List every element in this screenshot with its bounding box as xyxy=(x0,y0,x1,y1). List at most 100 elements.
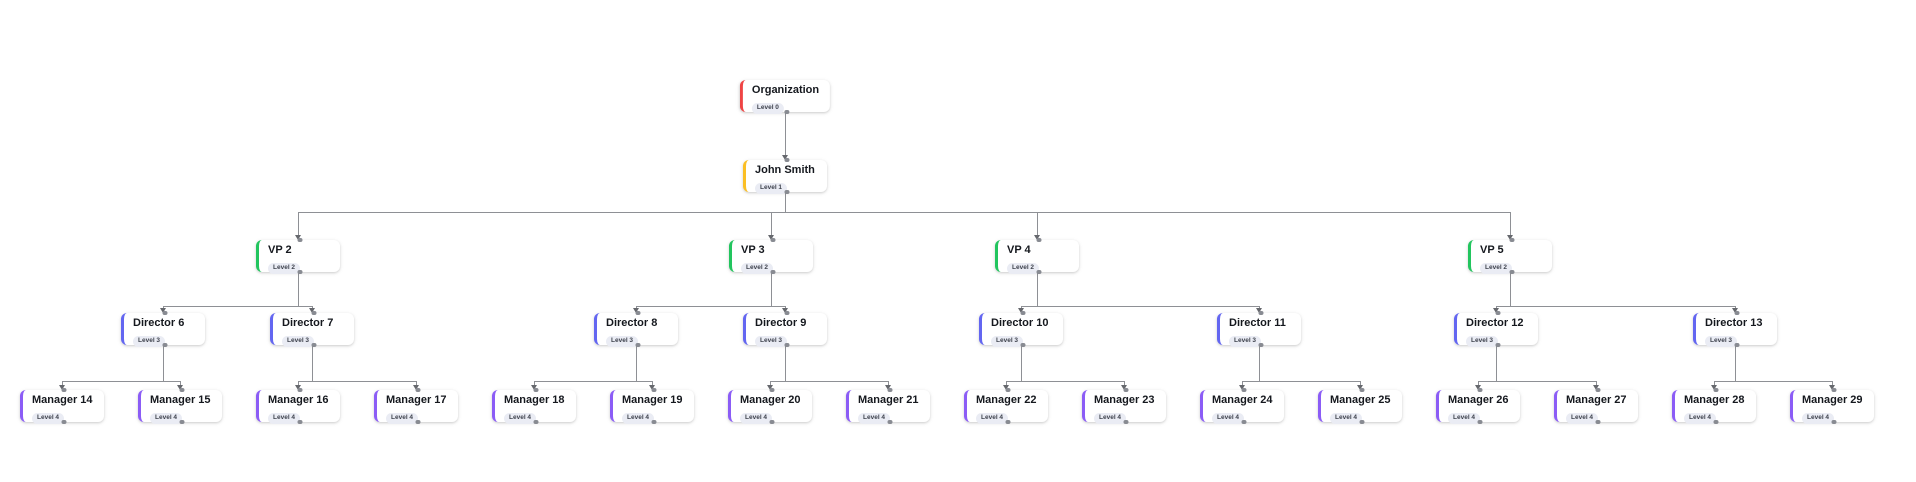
node-target-handle[interactable] xyxy=(784,158,789,162)
node-manager-29[interactable]: Manager 29 Level 4 xyxy=(1790,388,1874,424)
node-source-handle[interactable] xyxy=(770,270,775,274)
node-vp-2[interactable]: VP 2 Level 2 xyxy=(256,238,340,274)
node-target-handle[interactable] xyxy=(1123,388,1128,392)
node-target-handle[interactable] xyxy=(1734,311,1739,315)
node-target-handle[interactable] xyxy=(635,311,640,315)
edge-child-drop xyxy=(1360,381,1361,386)
node-target-handle[interactable] xyxy=(1005,388,1010,392)
node-source-handle[interactable] xyxy=(1713,420,1718,424)
node-source-handle[interactable] xyxy=(635,343,640,347)
node-source-handle[interactable] xyxy=(1595,420,1600,424)
node-target-handle[interactable] xyxy=(887,388,892,392)
node-source-handle[interactable] xyxy=(1123,420,1128,424)
node-source-handle[interactable] xyxy=(1495,343,1500,347)
node-manager-18[interactable]: Manager 18 Level 4 xyxy=(492,388,576,424)
node-source-handle[interactable] xyxy=(1509,270,1514,274)
node-source-handle[interactable] xyxy=(1734,343,1739,347)
node-vp-4[interactable]: VP 4 Level 2 xyxy=(995,238,1079,274)
node-target-handle[interactable] xyxy=(162,311,167,315)
node-target-handle[interactable] xyxy=(1495,311,1500,315)
node-source-handle[interactable] xyxy=(783,110,789,114)
node-target-handle[interactable] xyxy=(651,388,656,392)
node-target-handle[interactable] xyxy=(1713,388,1718,392)
node-source-handle[interactable] xyxy=(297,270,302,274)
node-target-handle[interactable] xyxy=(297,238,302,242)
node-manager-26[interactable]: Manager 26 Level 4 xyxy=(1436,388,1520,424)
node-source-handle[interactable] xyxy=(297,420,302,424)
node-manager-20[interactable]: Manager 20 Level 4 xyxy=(728,388,812,424)
node-target-handle[interactable] xyxy=(415,388,420,392)
node-source-handle[interactable] xyxy=(311,343,316,347)
node-source-handle[interactable] xyxy=(784,190,789,194)
node-source-handle[interactable] xyxy=(162,343,167,347)
node-source-handle[interactable] xyxy=(1359,420,1364,424)
node-source-handle[interactable] xyxy=(1020,343,1025,347)
node-manager-23[interactable]: Manager 23 Level 4 xyxy=(1082,388,1166,424)
node-target-handle[interactable] xyxy=(311,311,316,315)
node-source-handle[interactable] xyxy=(179,420,184,424)
edge-child-drop xyxy=(534,381,535,386)
node-target-handle[interactable] xyxy=(297,388,302,392)
node-manager-14[interactable]: Manager 14 Level 4 xyxy=(20,388,104,424)
node-source-handle[interactable] xyxy=(1477,420,1482,424)
node-target-handle[interactable] xyxy=(179,388,184,392)
node-target-handle[interactable] xyxy=(769,388,774,392)
node-target-handle[interactable] xyxy=(784,311,789,315)
edge-split-bar xyxy=(1496,306,1736,307)
node-director-12[interactable]: Director 12 Level 3 xyxy=(1454,311,1538,347)
node-source-handle[interactable] xyxy=(1005,420,1010,424)
node-source-handle[interactable] xyxy=(61,420,66,424)
edge-parent-drop xyxy=(785,192,786,212)
node-target-handle[interactable] xyxy=(61,388,66,392)
node-target-handle[interactable] xyxy=(1036,238,1041,242)
node-target-handle[interactable] xyxy=(770,238,775,242)
node-manager-25[interactable]: Manager 25 Level 4 xyxy=(1318,388,1402,424)
edge-split-bar xyxy=(1021,306,1260,307)
node-source-handle[interactable] xyxy=(1036,270,1041,274)
node-source-handle[interactable] xyxy=(533,420,538,424)
node-source-handle[interactable] xyxy=(1241,420,1246,424)
node-manager-28[interactable]: Manager 28 Level 4 xyxy=(1672,388,1756,424)
node-target-handle[interactable] xyxy=(1831,388,1836,392)
node-source-handle[interactable] xyxy=(784,343,789,347)
node-target-handle[interactable] xyxy=(1509,238,1514,242)
node-target-handle[interactable] xyxy=(1359,388,1364,392)
node-source-handle[interactable] xyxy=(415,420,420,424)
edge-split-bar xyxy=(62,381,181,382)
node-vp-3[interactable]: VP 3 Level 2 xyxy=(729,238,813,274)
node-director-13[interactable]: Director 13 Level 3 xyxy=(1693,311,1777,347)
node-director-10[interactable]: Director 10 Level 3 xyxy=(979,311,1063,347)
node-manager-15[interactable]: Manager 15 Level 4 xyxy=(138,388,222,424)
node-director-7[interactable]: Director 7 Level 3 xyxy=(270,311,354,347)
node-manager-27[interactable]: Manager 27 Level 4 xyxy=(1554,388,1638,424)
node-target-handle[interactable] xyxy=(533,388,538,392)
node-target-handle[interactable] xyxy=(1020,311,1025,315)
node-director-11[interactable]: Director 11 Level 3 xyxy=(1217,311,1301,347)
node-title: Manager 28 xyxy=(1684,394,1745,406)
node-organization[interactable]: Organization Level 0 xyxy=(739,80,831,114)
node-manager-17[interactable]: Manager 17 Level 4 xyxy=(374,388,458,424)
node-target-handle[interactable] xyxy=(1477,388,1482,392)
node-source-handle[interactable] xyxy=(887,420,892,424)
edge-child-drop xyxy=(1242,381,1243,386)
node-source-handle[interactable] xyxy=(769,420,774,424)
node-target-handle[interactable] xyxy=(1241,388,1246,392)
node-level-badge: Level 4 xyxy=(150,413,183,424)
node-manager-16[interactable]: Manager 16 Level 4 xyxy=(256,388,340,424)
node-source-handle[interactable] xyxy=(651,420,656,424)
node-source-handle[interactable] xyxy=(1258,343,1263,347)
node-manager-24[interactable]: Manager 24 Level 4 xyxy=(1200,388,1284,424)
node-source-handle[interactable] xyxy=(1831,420,1836,424)
node-vp-5[interactable]: VP 5 Level 2 xyxy=(1468,238,1552,274)
node-target-handle[interactable] xyxy=(1258,311,1263,315)
node-title: Director 10 xyxy=(991,317,1049,329)
node-director-6[interactable]: Director 6 Level 3 xyxy=(121,311,205,347)
node-director-9[interactable]: Director 9 Level 3 xyxy=(743,311,827,347)
node-manager-19[interactable]: Manager 19 Level 4 xyxy=(610,388,694,424)
node-target-handle[interactable] xyxy=(1595,388,1600,392)
node-manager-22[interactable]: Manager 22 Level 4 xyxy=(964,388,1048,424)
node-director-8[interactable]: Director 8 Level 3 xyxy=(594,311,678,347)
node-john-smith[interactable]: John Smith Level 1 xyxy=(743,158,827,194)
node-manager-21[interactable]: Manager 21 Level 4 xyxy=(846,388,930,424)
